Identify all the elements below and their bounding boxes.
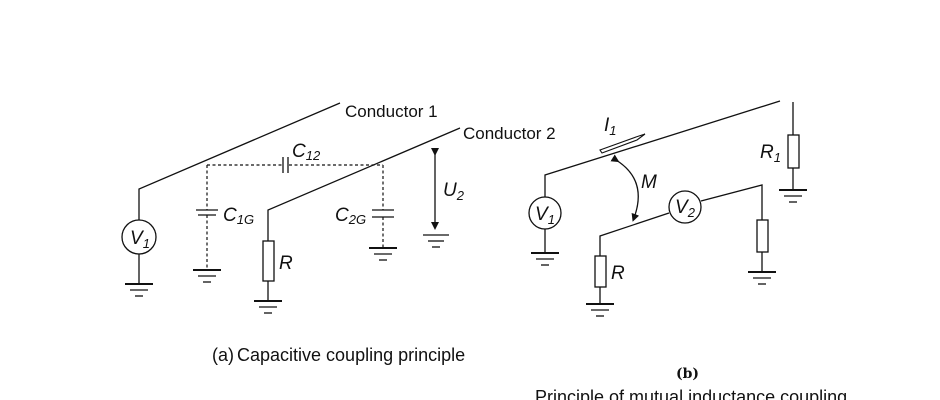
ground-icon	[530, 252, 560, 266]
i1-label: I1	[604, 115, 617, 138]
conductor-1-label: Conductor 1	[345, 102, 438, 121]
ground-icon	[585, 303, 615, 317]
resistor-r	[262, 240, 275, 282]
resistor-load	[756, 219, 769, 253]
r1-label: R1	[760, 142, 781, 165]
r-label: R	[279, 253, 293, 274]
c12-label: C12	[292, 141, 321, 163]
diagram-a-capacitive-coupling: Conductor 1 V1 C12 C1G Conductor 2 R	[121, 102, 556, 365]
caption-b: Principle of mutual inductance coupling	[535, 387, 847, 400]
ground-icon	[368, 247, 398, 261]
secondary-conductor-right	[700, 184, 763, 220]
conductor-2-label: Conductor 2	[463, 124, 556, 143]
ground-icon	[124, 283, 154, 297]
v1-symbol: V1	[130, 228, 150, 251]
v1-symbol: V1	[535, 204, 555, 227]
caption-b-prefix: (b)	[676, 366, 699, 382]
primary-conductor-wire	[544, 100, 781, 197]
resistor-r	[594, 255, 607, 288]
conductor-1-wire	[138, 102, 341, 220]
secondary-conductor-left	[599, 212, 670, 256]
mutual-inductance-arrow	[610, 154, 640, 222]
ground-icon	[747, 271, 777, 285]
caption-a: (a)Capacitive coupling principle	[212, 345, 465, 365]
v2-symbol: V2	[675, 197, 696, 220]
resistor-r1	[787, 134, 800, 169]
c2g-label: C2G	[335, 205, 366, 227]
conductor-2-wire	[267, 127, 461, 241]
voltmeter-v2	[668, 190, 702, 224]
c1g-label: C1G	[223, 205, 254, 227]
ground-icon	[253, 300, 283, 314]
ground-icon	[192, 269, 222, 283]
ground-icon	[778, 189, 808, 203]
r-label: R	[611, 263, 625, 284]
diagram-b-mutual-inductance: V1 I1 M R1 V2 R (b) Principle of mutual …	[528, 100, 847, 400]
m-label: M	[641, 172, 657, 193]
u2-label: U2	[443, 180, 465, 203]
current-arrow-icon	[599, 133, 646, 154]
